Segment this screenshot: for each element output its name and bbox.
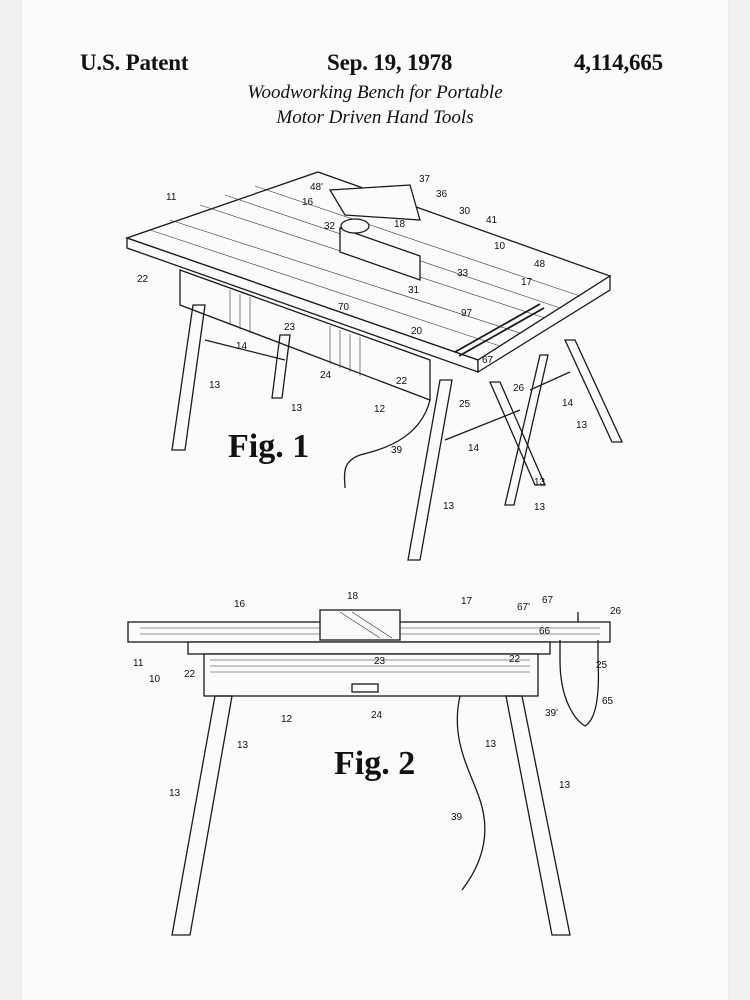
callout-20: 20: [411, 326, 423, 337]
callout-25: 25: [459, 399, 471, 410]
callout-14-right: 14: [562, 398, 574, 409]
callout-70: 70: [338, 302, 350, 313]
patent-date: Sep. 19, 1978: [327, 50, 453, 75]
patent-title-line-2: Motor Driven Hand Tools: [276, 107, 474, 128]
callout-10: 10: [494, 241, 506, 252]
callout-13-c: 13: [576, 420, 588, 431]
callout-41: 41: [486, 215, 498, 226]
callout-67: 67: [482, 355, 494, 366]
callout-22-front: 22: [396, 376, 408, 387]
callout2-13-d: 13: [559, 780, 571, 791]
callout2-24: 24: [371, 710, 383, 721]
callout2-67: 67: [542, 595, 554, 606]
callout-36: 36: [436, 189, 448, 200]
callout2-22-left: 22: [184, 669, 196, 680]
callout-97: 97: [461, 308, 473, 319]
callout2-13-c: 13: [169, 788, 181, 799]
callout-16: 16: [302, 197, 314, 208]
callout2-18: 18: [347, 591, 359, 602]
patent-number: 4,114,665: [574, 50, 663, 75]
figure-1-label: Fig. 1: [228, 428, 310, 465]
callout-48-prime: 48': [310, 182, 323, 193]
figure-2-label: Fig. 2: [334, 745, 416, 782]
callout-37: 37: [419, 174, 431, 185]
patent-label: U.S. Patent: [80, 50, 189, 75]
patent-title-line-1: Woodworking Bench for Portable: [247, 82, 503, 103]
callout2-16: 16: [234, 599, 246, 610]
callout-22-left: 22: [137, 274, 149, 285]
callout2-13-a: 13: [237, 740, 249, 751]
callout2-23: 23: [374, 656, 386, 667]
callout-14-left: 14: [236, 341, 248, 352]
callout2-17: 17: [461, 596, 473, 607]
callout-13-d: 13: [534, 477, 546, 488]
callout-31: 31: [408, 285, 420, 296]
patent-sheet: [22, 0, 728, 1000]
callout-17: 17: [521, 277, 533, 288]
callout-33: 33: [457, 268, 469, 279]
callout2-12: 12: [281, 714, 293, 725]
callout-11: 11: [166, 192, 177, 203]
callout-23: 23: [284, 322, 296, 333]
callout2-25: 25: [596, 660, 608, 671]
callout2-22-right: 22: [509, 654, 521, 665]
callout-14-center: 14: [468, 443, 480, 454]
callout2-10: 10: [149, 674, 161, 685]
callout2-67-prime: 67': [517, 602, 530, 613]
callout2-66: 66: [539, 626, 551, 637]
callout-13-a: 13: [209, 380, 221, 391]
callout2-11: 11: [133, 658, 144, 669]
callout2-13-b: 13: [485, 739, 497, 750]
callout-26: 26: [513, 383, 525, 394]
callout-32: 32: [324, 221, 336, 232]
callout-48: 48: [534, 259, 546, 270]
callout-13-f: 13: [534, 502, 546, 513]
callout2-26: 26: [610, 606, 622, 617]
callout-24: 24: [320, 370, 332, 381]
callout2-65: 65: [602, 696, 614, 707]
callout2-39-prime: 39': [545, 708, 558, 719]
callout-12: 12: [374, 404, 386, 415]
callout-13-b: 13: [291, 403, 303, 414]
callout-39: 39: [391, 445, 403, 456]
callout-30: 30: [459, 206, 471, 217]
callout-13-e: 13: [443, 501, 455, 512]
callout-18: 18: [394, 219, 406, 230]
callout2-39: 39: [451, 812, 463, 823]
